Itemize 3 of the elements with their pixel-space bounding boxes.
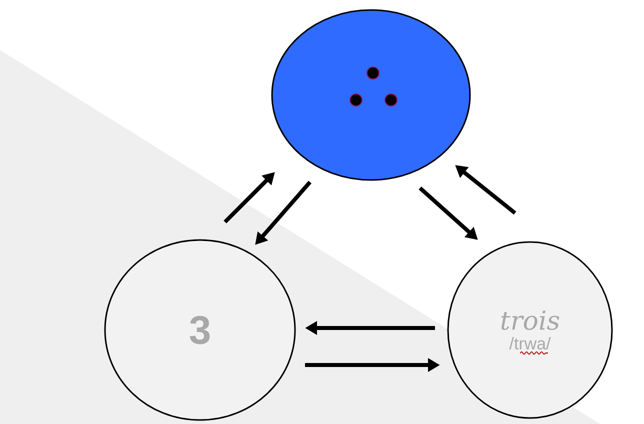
- node-label: trois: [501, 310, 560, 330]
- node-label: /trwa/: [509, 337, 551, 350]
- circle: [271, 9, 471, 181]
